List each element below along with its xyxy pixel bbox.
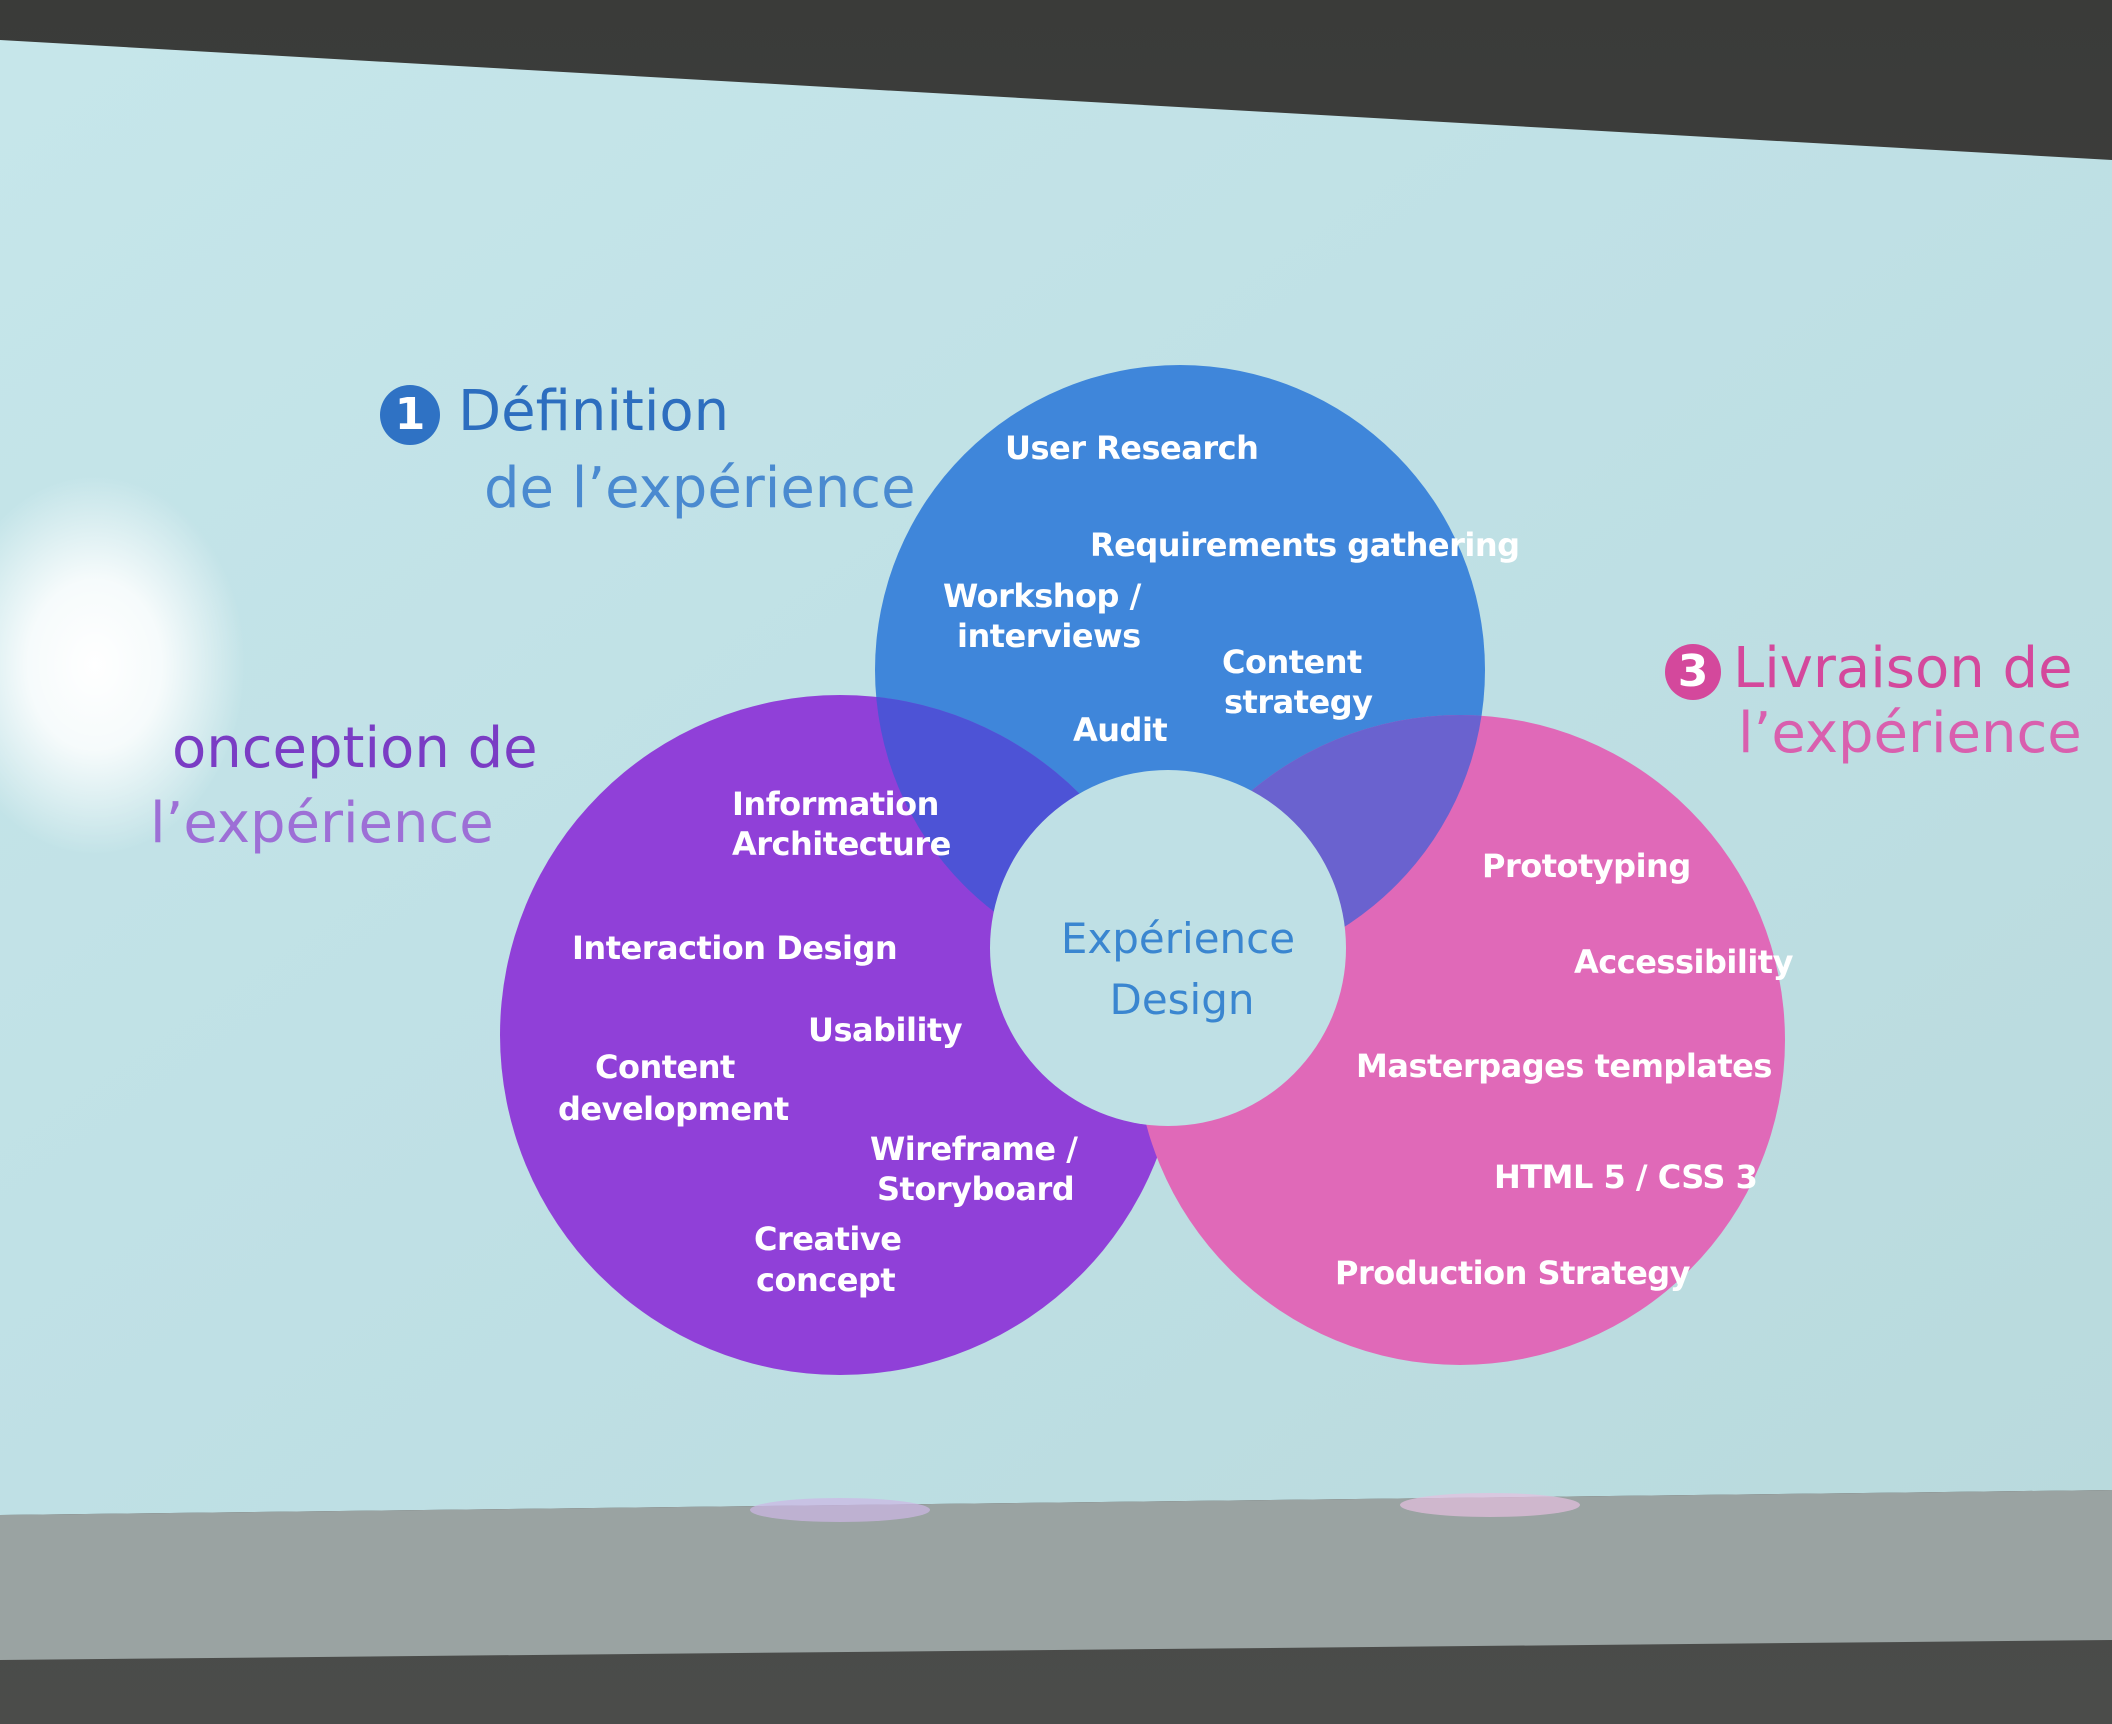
projector-glare (0, 475, 245, 855)
label-production-strategy: Production Strategy (1335, 1254, 1691, 1292)
overlap-definition-conception (875, 695, 1180, 975)
label-content-development-line1: Content (595, 1048, 735, 1086)
label-wireframe-line2: Storyboard (877, 1170, 1075, 1208)
next-slide-hint-left (750, 1498, 930, 1522)
label-content-strategy-line2: strategy (1224, 683, 1373, 721)
definition-title: 1 Définition (380, 378, 729, 446)
livraison-subtitle: l’expérience (1738, 701, 2082, 766)
experience-design-hub (990, 770, 1346, 1126)
label-prototyping: Prototyping (1482, 847, 1691, 885)
definition-number-badge: 1 (380, 384, 440, 445)
livraison-title-line1: Livraison de (1733, 636, 2073, 701)
label-information-architecture-line2: Architecture (732, 825, 951, 863)
conception-title: onception de (172, 716, 538, 781)
label-html-css: HTML 5 / CSS 3 (1494, 1158, 1758, 1196)
screen-bottom-edge (0, 1490, 2112, 1660)
center-label-line2: Design (1109, 975, 1255, 1024)
conception-subtitle: l’expérience (150, 791, 494, 856)
next-slide-hint-right (1400, 1493, 1580, 1517)
label-audit: Audit (1073, 711, 1168, 749)
livraison-number-badge: 3 (1665, 643, 1721, 700)
definition-subtitle: de l’expérience (484, 456, 916, 521)
center-label-line1: Expérience (1060, 914, 1296, 963)
label-content-development-line2: development (558, 1090, 789, 1128)
label-information-architecture-line1: Information (732, 785, 939, 823)
label-masterpages-templates: Masterpages templates (1356, 1047, 1772, 1085)
label-user-research: User Research (1005, 429, 1259, 467)
label-wireframe-line1: Wireframe / (870, 1130, 1078, 1168)
label-accessibility: Accessibility (1574, 943, 1793, 981)
label-requirements-gathering: Requirements gathering (1090, 526, 1520, 564)
label-workshop-line2: interviews (957, 617, 1141, 655)
definition-title-line1: Définition (458, 379, 730, 444)
label-creative-concept-line2: concept (756, 1261, 896, 1299)
label-interaction-design: Interaction Design (572, 929, 898, 967)
label-usability: Usability (808, 1011, 963, 1049)
label-workshop-line1: Workshop / (943, 577, 1141, 615)
label-content-strategy-line1: Content (1222, 643, 1362, 681)
label-creative-concept-line1: Creative (754, 1220, 902, 1258)
